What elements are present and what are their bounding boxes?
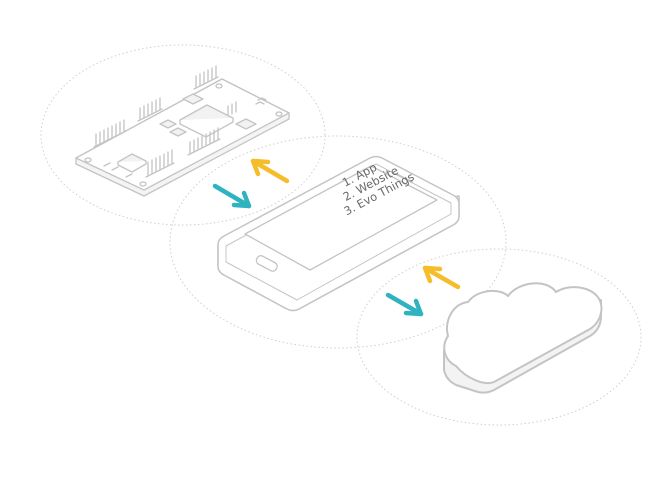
phone-zone-ellipse xyxy=(169,135,507,349)
arrow-out-icon xyxy=(250,158,290,184)
cloud-zone-ellipse xyxy=(356,248,642,426)
cloud-icon xyxy=(443,282,603,394)
arrow-in-icon xyxy=(212,183,252,209)
arrow-in-icon xyxy=(385,292,424,317)
smartphone-icon: 1. App 2. Website 3. Evo Things xyxy=(217,155,460,312)
board-zone-ellipse xyxy=(40,44,326,226)
arrow-out-icon xyxy=(422,265,461,290)
circuit-board-icon xyxy=(75,65,290,197)
